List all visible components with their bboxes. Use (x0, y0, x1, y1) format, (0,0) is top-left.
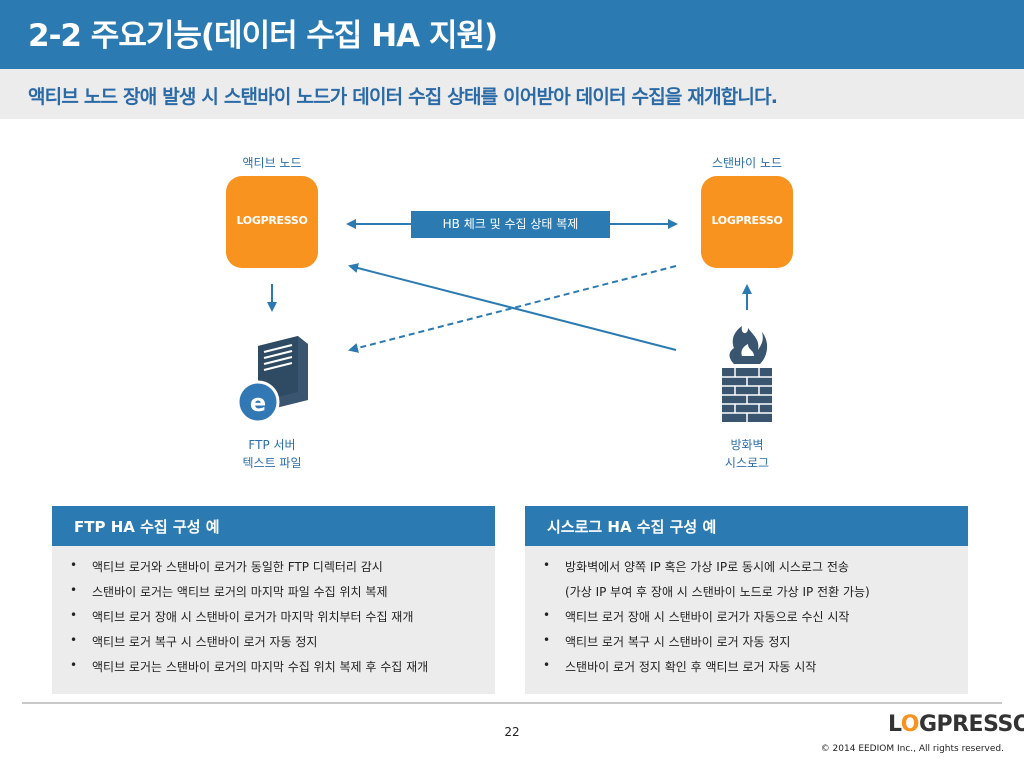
list-item: •스탠바이 로거 정지 확인 후 액티브 로거 자동 시작 (543, 658, 817, 674)
list-item: •액티브 로거 장애 시 스탠바이 로거가 마지막 위치부터 수집 재개 (70, 608, 414, 624)
ftp-ha-panel-title: FTP HA 수집 구성 예 (74, 518, 220, 536)
footer-logo: LOGPRESSO (888, 712, 1024, 737)
list-item: •액티브 로거와 스탠바이 로거가 동일한 FTP 디렉터리 감시 (70, 558, 383, 574)
svg-text:e: e (250, 389, 266, 417)
standby-node-logo: LOGPRESSO (701, 176, 793, 268)
list-item: •액티브 로거 복구 시 스탠바이 로거 자동 정지 (543, 633, 791, 649)
page-title: 2-2 주요기능(데이터 수집 HA 지원) (28, 18, 498, 54)
logpresso-logo-text: LOGPRESSO (236, 214, 308, 227)
list-item: •액티브 로거 복구 시 스탠바이 로거 자동 정지 (70, 633, 318, 649)
subtitle-bar (0, 69, 1024, 119)
firewall-name: 방화벽 (730, 438, 764, 452)
hb-label-box: HB 체크 및 수집 상태 복제 (411, 211, 610, 238)
ftp-ha-list: •액티브 로거와 스탠바이 로거가 동일한 FTP 디렉터리 감시 •스탠바이 … (52, 558, 495, 683)
ftp-ha-panel-header: FTP HA 수집 구성 예 (52, 506, 495, 546)
firewall-label: 방화벽 시스로그 (687, 436, 807, 472)
syslog-to-active-arrow (348, 263, 677, 351)
active-node-logo: LOGPRESSO (226, 176, 318, 268)
diagram-connections: e (236, 219, 772, 424)
firewall-icon (722, 326, 772, 422)
ftp-file-name: 텍스트 파일 (242, 456, 302, 470)
list-item: •스탠바이 로거는 액티브 로거의 마지막 파일 수집 위치 복제 (70, 583, 388, 599)
syslog-ha-panel-title: 시스로그 HA 수집 구성 예 (547, 518, 717, 536)
list-item: •액티브 로거는 스탠바이 로거의 마지막 수집 위치 복제 후 수집 재개 (70, 658, 429, 674)
ftp-ha-panel: FTP HA 수집 구성 예 •액티브 로거와 스탠바이 로거가 동일한 FTP… (52, 506, 495, 694)
standby-to-ftp-arrow (348, 265, 677, 353)
active-node-label: 액티브 노드 (242, 156, 302, 170)
page-number: 22 (504, 725, 520, 739)
standby-node-label: 스탠바이 노드 (711, 156, 783, 170)
title-bar (0, 0, 1024, 69)
list-item: (가상 IP 부여 후 장애 시 스탠바이 노드로 가상 IP 전환 가능) (565, 585, 870, 599)
syslog-ha-panel: 시스로그 HA 수집 구성 예 •방화벽에서 양쪽 IP 혹은 가상 IP로 동… (525, 506, 968, 694)
list-item: •액티브 로거 장애 시 스탠바이 로거가 자동으로 수신 시작 (543, 608, 850, 624)
footer-divider (22, 702, 1002, 704)
logpresso-logo-text: LOGPRESSO (711, 214, 783, 227)
ftp-server-name: FTP 서버 (248, 438, 296, 452)
copyright-text: © 2014 EEDIOM Inc., All rights reserved. (820, 744, 1004, 754)
syslog-ha-list: •방화벽에서 양쪽 IP 혹은 가상 IP로 동시에 시스로그 전송 (가상 I… (525, 558, 968, 683)
syslog-ha-panel-header: 시스로그 HA 수집 구성 예 (525, 506, 968, 546)
ftp-server-label: FTP 서버 텍스트 파일 (212, 436, 332, 472)
list-item: •방화벽에서 양쪽 IP 혹은 가상 IP로 동시에 시스로그 전송 (543, 558, 849, 574)
ftp-server-icon: e (236, 336, 308, 424)
page-subtitle: 액티브 노드 장애 발생 시 스탠바이 노드가 데이터 수집 상태를 이어받아 … (28, 86, 778, 108)
syslog-name: 시스로그 (724, 456, 770, 470)
